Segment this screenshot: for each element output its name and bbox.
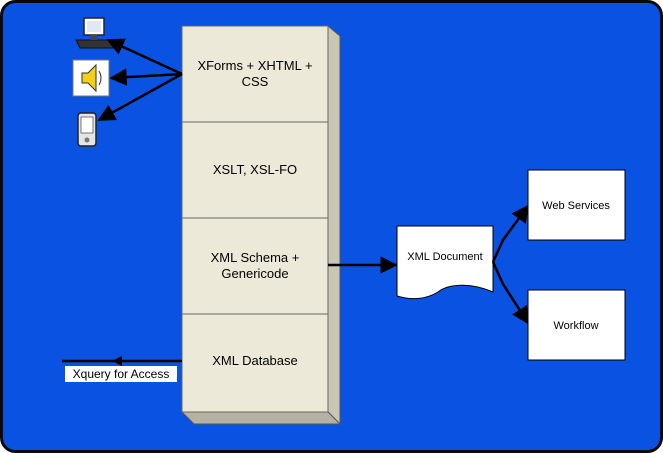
stack-layer-schema-line2: Genericode (221, 266, 288, 281)
pda-icon (77, 112, 97, 147)
xml-document-label: XML Document (407, 251, 482, 263)
workflow-box (527, 289, 626, 361)
stack-layer-database-label: XML Database (212, 353, 298, 368)
stack-layer-schema: XML Schema + Genericode (181, 217, 329, 315)
stack-layer-xforms-line1: XForms + XHTML + (197, 58, 312, 73)
stack-layer-xforms-line2: CSS (242, 74, 269, 89)
arrow-to-computer (106, 38, 183, 76)
arrow-to-workflow (491, 261, 530, 325)
arrow-to-web-services (491, 204, 530, 263)
stack-layer-xslt: XSLT, XSL-FO (181, 121, 329, 219)
computer-icon (75, 17, 115, 49)
web-services-box (527, 169, 626, 241)
stack-side-face (327, 24, 341, 426)
workflow-label: Workflow (553, 320, 598, 332)
xquery-label-box (65, 366, 177, 382)
stack-layer-schema-line1: XML Schema + (211, 250, 300, 265)
stack-layer-database: XML Database (181, 313, 329, 413)
stack-bottom-face (180, 411, 342, 425)
xquery-label: Xquery for Access (73, 367, 170, 381)
arrow-xquery-head (112, 356, 122, 366)
stack-layer-xslt-label: XSLT, XSL-FO (213, 162, 297, 177)
stack-layer-xforms: XForms + XHTML + CSS (181, 25, 329, 123)
web-services-label: Web Services (542, 200, 610, 212)
arrow-to-pda (97, 72, 183, 122)
xml-document-shape (396, 225, 494, 300)
arrow-to-speaker (109, 68, 183, 86)
speaker-icon (72, 59, 110, 97)
